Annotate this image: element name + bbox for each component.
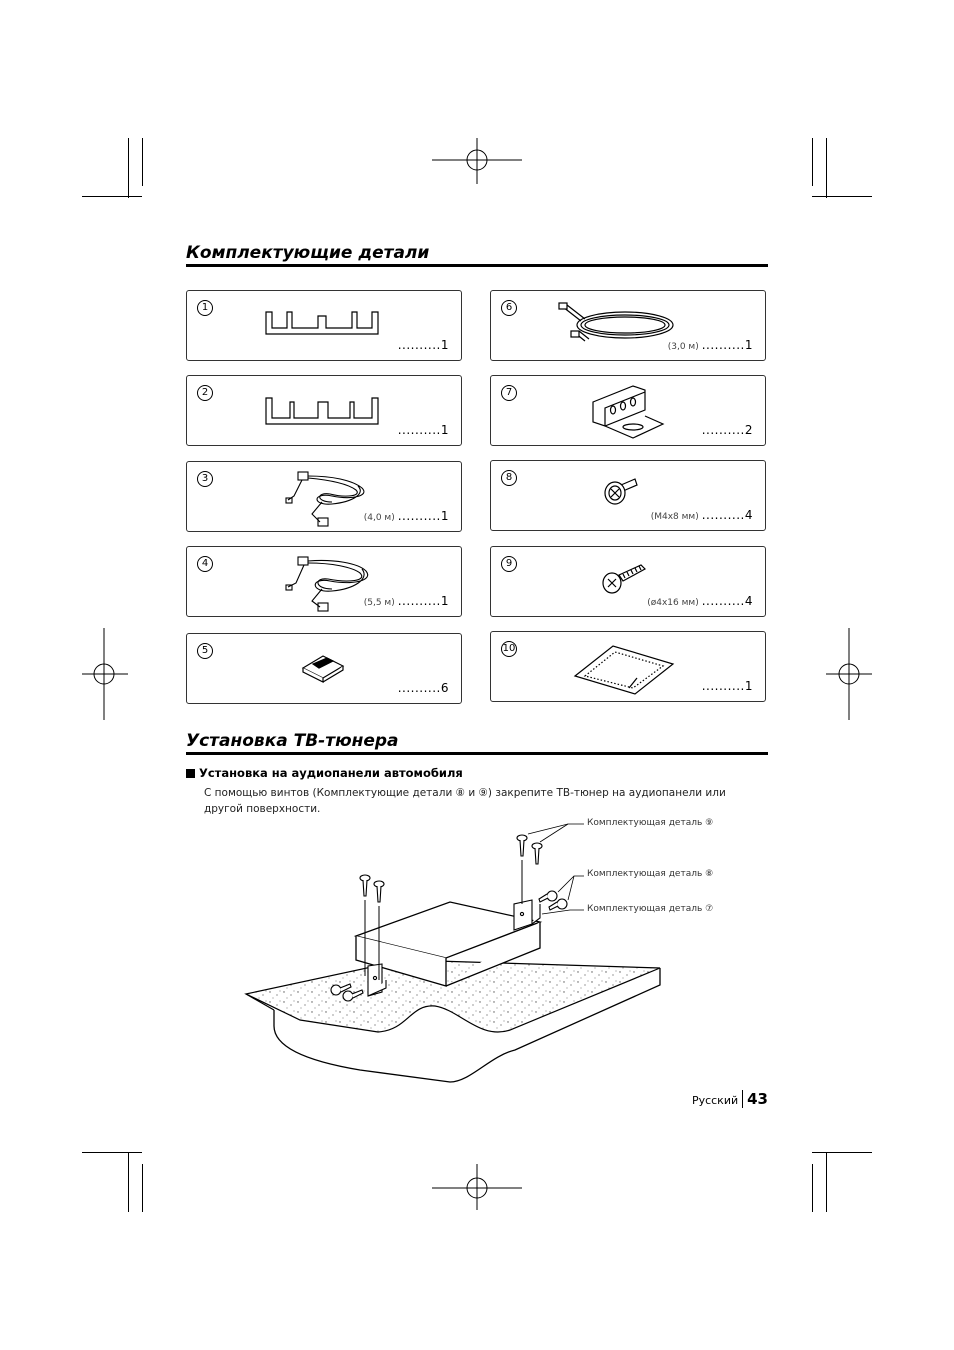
callout-part-8: Комплектующая деталь ⑧ xyxy=(587,869,714,879)
part-card: 2 ..........1 xyxy=(186,375,462,446)
page-number: 43 xyxy=(742,1090,768,1108)
antenna-cable-icon xyxy=(285,556,369,612)
part-number: 6 xyxy=(501,300,517,316)
pad-icon xyxy=(573,645,675,695)
part-card: 10 ..........1 xyxy=(490,631,766,702)
part-number: 10 xyxy=(501,641,517,657)
clamp-icon xyxy=(301,655,345,683)
part-card: 6 (3,0 м)..........1 xyxy=(490,290,766,361)
section-title-installation: Установка ТВ-тюнера xyxy=(186,731,399,751)
part-card: 9 (ø4x16 мм)..........4 xyxy=(490,546,766,617)
installation-illustration xyxy=(244,823,661,1083)
part-quantity: (5,5 м)..........1 xyxy=(363,594,449,608)
part-quantity: ..........1 xyxy=(701,679,753,693)
coiled-cable-icon xyxy=(558,302,674,342)
instruction-text: С помощью винтов (Комплектующие детали ⑧… xyxy=(204,787,726,815)
section-rule xyxy=(186,752,768,755)
section-title-parts: Комплектующие детали xyxy=(186,243,430,263)
callout-part-9: Комплектующая деталь ⑨ xyxy=(587,818,714,828)
part-quantity: (3,0 м)..........1 xyxy=(667,338,753,352)
part-number: 1 xyxy=(197,300,213,316)
tapping-screw-icon xyxy=(602,564,646,594)
callout-part-7: Комплектующая деталь ⑦ xyxy=(587,904,714,914)
part-quantity: ..........1 xyxy=(397,423,449,437)
part-number: 8 xyxy=(501,470,517,486)
part-card: 5 ..........6 xyxy=(186,633,462,704)
part-quantity: (ø4x16 мм)..........4 xyxy=(647,594,753,608)
part-quantity: ..........2 xyxy=(701,423,753,437)
part-card: 1 ..........1 xyxy=(186,290,462,361)
bracket-icon xyxy=(265,397,379,425)
part-card: 4 (5,5 м)..........1 xyxy=(186,546,462,617)
part-number: 5 xyxy=(197,643,213,659)
square-bullet-icon xyxy=(186,769,195,778)
mounting-bracket-icon xyxy=(592,385,665,439)
part-quantity: ..........1 xyxy=(397,338,449,352)
part-number: 3 xyxy=(197,471,213,487)
part-card: 3 (4,0 м)..........1 xyxy=(186,461,462,532)
part-quantity: (4,0 м)..........1 xyxy=(363,509,449,523)
part-number: 7 xyxy=(501,385,517,401)
part-card: 7 ..........2 xyxy=(490,375,766,446)
antenna-cable-icon xyxy=(285,471,365,527)
part-number: 2 xyxy=(197,385,213,401)
bracket-icon xyxy=(265,311,379,335)
part-number: 4 xyxy=(197,556,213,572)
part-card: 8 (M4x8 мм)..........4 xyxy=(490,460,766,531)
footer-language: Русский xyxy=(691,1094,739,1107)
section-rule xyxy=(186,264,768,267)
part-quantity: (M4x8 мм)..........4 xyxy=(650,508,753,522)
part-number: 9 xyxy=(501,556,517,572)
part-quantity: ..........6 xyxy=(397,681,449,695)
subheading: Установка на аудиопанели автомобиля xyxy=(186,766,463,780)
screw-icon xyxy=(604,478,638,505)
